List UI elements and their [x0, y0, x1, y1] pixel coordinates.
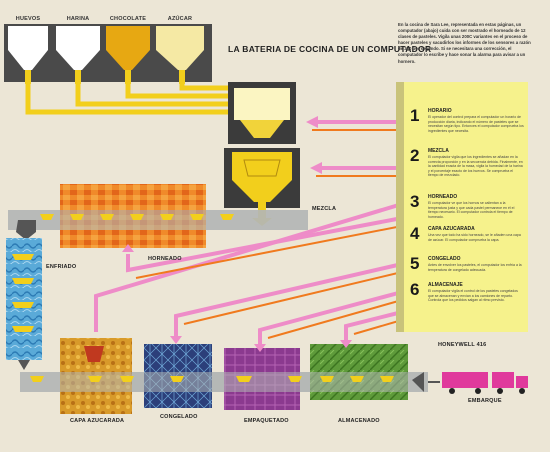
computer-panel: 1 HORARIO El operador del control prepar… — [404, 82, 528, 332]
ingredient-pipes — [25, 82, 251, 130]
hopper-label-azucar: AZÚCAR — [167, 16, 193, 22]
mixer-top — [228, 82, 296, 144]
step-description: Una vez que todo ha sido horneado, se le… — [428, 233, 521, 242]
step-name: ALMACENAJE — [428, 282, 463, 288]
step-description: El operador del control prepara el compu… — [428, 115, 524, 133]
hopper-harina — [56, 26, 100, 84]
step-description: El computador vigila el control de los p… — [428, 289, 518, 303]
mixer-bowl — [224, 148, 300, 218]
step-description: El computador vigila que los ingrediente… — [428, 155, 523, 178]
step-name: CAPA AZUCARADA — [428, 226, 475, 232]
hopper-label-chocolate: CHOCOLATE — [109, 16, 147, 22]
step-name: HORARIO — [428, 108, 452, 114]
truck-icon — [442, 372, 528, 394]
cake-pans-bottom — [30, 376, 394, 382]
label-embarque: EMBARQUE — [468, 398, 502, 404]
label-capa: CAPA AZUCARADA — [70, 418, 125, 424]
step-number: 1 — [410, 106, 420, 125]
signal-lines-orange — [135, 129, 403, 339]
step-number: 5 — [410, 254, 420, 273]
step-number: 4 — [410, 224, 420, 243]
label-horneado: HORNEADO — [148, 256, 182, 262]
label-empaquetado: EMPAQUETADO — [244, 418, 289, 424]
label-almacenado: ALMACENADO — [338, 418, 380, 424]
hopper-label-huevos: HUEVOS — [15, 16, 41, 22]
step-number: 3 — [410, 192, 420, 211]
step-number: 6 — [410, 280, 420, 299]
label-mezcla: MEZCLA — [312, 206, 337, 212]
step-number: 2 — [410, 146, 420, 165]
step-name: CONGELADO — [428, 256, 461, 262]
step-name: MEZCLA — [428, 148, 449, 154]
signal-lines-pink — [94, 120, 403, 344]
label-honeywell: HONEYWELL 416 — [438, 342, 487, 348]
step-name: HORNEADO — [428, 194, 458, 200]
hopper-label-harina: HARINA — [66, 16, 90, 22]
hopper-azucar — [156, 26, 204, 84]
hopper-huevos — [8, 26, 48, 84]
step-description: El computador ve que los hornos se calie… — [428, 201, 515, 219]
intro-text: En la cocina de Sara Lee, representada e… — [398, 22, 531, 64]
label-congelado: CONGELADO — [160, 414, 198, 420]
page-title: LA BATERIA DE COCINA DE UN COMPUTADOR — [228, 44, 432, 54]
hopper-chocolate — [106, 26, 150, 84]
cake-pans-top — [40, 214, 234, 220]
step-description: Antes de envolver los pasteles, el compu… — [428, 263, 522, 272]
label-enfriado: ENFRIADO — [46, 264, 77, 270]
